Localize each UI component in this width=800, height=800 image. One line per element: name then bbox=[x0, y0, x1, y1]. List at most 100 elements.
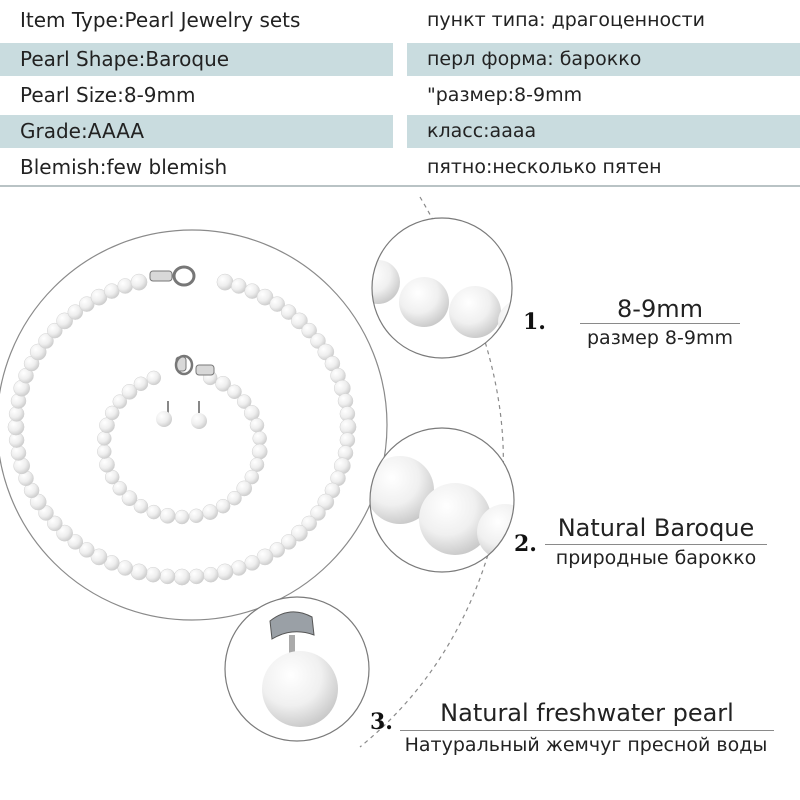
feature-2-subtitle: природные барокко bbox=[555, 547, 757, 569]
necklace-pearl bbox=[216, 563, 234, 581]
necklace-pearl bbox=[337, 393, 354, 409]
necklace-pearl bbox=[117, 560, 133, 576]
feature-3-subtitle: Натуральный жемчуг пресной воды bbox=[404, 734, 768, 756]
necklace-pearl bbox=[256, 288, 274, 306]
bracelet bbox=[97, 370, 268, 525]
bracelet-pearl bbox=[244, 469, 260, 485]
spec-pearl-size-ru: "размер:8-9mm bbox=[427, 84, 583, 106]
bracelet-pearl bbox=[189, 508, 204, 524]
bracelet-pearl bbox=[112, 394, 128, 409]
necklace-pearl bbox=[339, 432, 356, 448]
necklace-pearl bbox=[56, 312, 73, 330]
bracelet-pearl bbox=[227, 384, 242, 400]
jewelry-illustration bbox=[0, 196, 515, 748]
necklace-pearl bbox=[79, 296, 95, 312]
bracelet-pearl bbox=[97, 431, 112, 446]
feature-3-title: Natural freshwater pearl bbox=[440, 699, 734, 727]
feature-2-title: Natural Baroque bbox=[557, 514, 755, 542]
bracelet-pearl bbox=[159, 507, 176, 524]
spec-blemish-ru: пятно:несколько пятен bbox=[427, 156, 662, 178]
necklace-pearl bbox=[79, 542, 95, 558]
spec-table: Item Type:Pearl Jewelry sets пункт типа:… bbox=[0, 0, 800, 185]
spec-pearl-shape-ru: перл форма: барокко bbox=[407, 43, 800, 76]
necklace-pearl bbox=[67, 304, 84, 320]
necklace-pearl bbox=[291, 312, 308, 330]
necklace bbox=[7, 273, 357, 586]
bracelet-pearl bbox=[133, 498, 149, 514]
bracelet-pearl bbox=[99, 456, 115, 473]
bracelet-pearl bbox=[174, 509, 190, 525]
spec-divider bbox=[0, 185, 800, 187]
necklace-pearl bbox=[216, 273, 234, 291]
feature-1-number: 1. bbox=[523, 309, 546, 335]
necklace-pearl bbox=[301, 515, 317, 532]
spec-pearl-shape: Pearl Shape:Baroque bbox=[0, 43, 393, 76]
necklace-pearl bbox=[130, 563, 148, 581]
bracelet-pearl bbox=[202, 504, 219, 520]
detail-circle-1 bbox=[371, 217, 513, 359]
feature-1-title: 8-9mm bbox=[617, 295, 703, 323]
necklace-pearl bbox=[244, 555, 260, 571]
spec-grade-ru: класс:аааа bbox=[407, 115, 800, 148]
bracelet-pearl bbox=[215, 498, 231, 514]
necklace-pearl bbox=[130, 273, 148, 291]
necklace-pearl bbox=[269, 296, 285, 312]
necklace-pearl bbox=[90, 548, 108, 566]
necklace-pearl bbox=[8, 406, 25, 422]
feature-2-rule bbox=[545, 544, 767, 545]
bracelet-pearl bbox=[251, 443, 268, 460]
necklace-pearl bbox=[301, 322, 317, 339]
necklace-pearl bbox=[104, 283, 120, 299]
bracelet-pearl bbox=[121, 383, 138, 400]
necklace-pearl bbox=[231, 278, 247, 294]
necklace-pearl bbox=[67, 534, 84, 550]
feature-1-rule bbox=[580, 323, 740, 324]
detail-circle-3 bbox=[224, 596, 370, 742]
bracelet-clasp bbox=[174, 354, 215, 376]
bracelet-pearl bbox=[97, 444, 112, 459]
necklace-pearl bbox=[188, 568, 205, 585]
necklace-pearl bbox=[145, 566, 161, 583]
spec-blemish: Blemish:few blemish bbox=[20, 155, 228, 179]
necklace-pearl bbox=[291, 524, 308, 542]
necklace-pearl bbox=[203, 566, 219, 583]
necklace-pearl bbox=[117, 278, 133, 294]
feature-2-number: 2. bbox=[514, 531, 537, 557]
bracelet-pearl bbox=[112, 481, 128, 496]
bracelet-pearl bbox=[236, 394, 252, 409]
product-photo-area: 1. 8-9mm размер 8-9mm 2. Natural Baroque… bbox=[0, 187, 800, 800]
necklace-pearl bbox=[280, 304, 297, 320]
feature-3-number: 3. bbox=[370, 709, 393, 735]
necklace-clasp bbox=[149, 265, 196, 287]
necklace-pearl bbox=[10, 445, 27, 461]
feature-3-rule bbox=[400, 730, 774, 731]
necklace-pearl bbox=[29, 343, 47, 361]
bracelet-pearl bbox=[104, 405, 120, 421]
bracelet-pearl bbox=[133, 376, 149, 392]
necklace-pearl bbox=[310, 505, 326, 521]
jewelry-circle bbox=[0, 229, 388, 621]
necklace-pearl bbox=[231, 560, 247, 576]
bracelet-pearl bbox=[146, 504, 162, 520]
necklace-pearl bbox=[47, 322, 63, 339]
bracelet-pearl bbox=[121, 490, 138, 507]
necklace-pearl bbox=[47, 515, 63, 532]
spec-item-type-ru: пункт типа: драгоценности bbox=[427, 9, 705, 31]
necklace-pearl bbox=[280, 534, 297, 550]
necklace-pearl bbox=[317, 493, 335, 511]
bracelet-pearl bbox=[236, 480, 253, 497]
bracelet-pearl bbox=[252, 431, 267, 446]
necklace-pearl bbox=[159, 568, 176, 585]
necklace-pearl bbox=[173, 568, 191, 586]
detail-circle-2 bbox=[369, 427, 515, 573]
necklace-pearl bbox=[38, 333, 54, 349]
feature-1-subtitle: размер 8-9mm bbox=[587, 327, 733, 349]
necklace-pearl bbox=[56, 524, 73, 542]
spec-item-type: Item Type:Pearl Jewelry sets bbox=[20, 8, 301, 32]
spec-grade: Grade:AAAA bbox=[0, 115, 393, 148]
small-earrings bbox=[156, 401, 207, 429]
bracelet-pearl bbox=[249, 418, 265, 433]
bracelet-pearl bbox=[215, 375, 231, 392]
bracelet-pearl bbox=[227, 490, 242, 506]
spec-pearl-size: Pearl Size:8-9mm bbox=[20, 83, 196, 107]
